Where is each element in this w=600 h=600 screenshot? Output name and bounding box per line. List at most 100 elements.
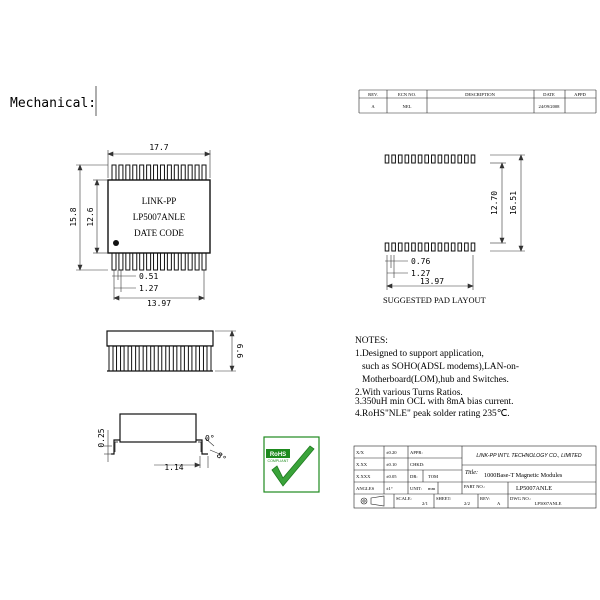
tol-angles-label: ANGLES: [356, 486, 375, 491]
chip-pin: [139, 164, 145, 181]
chip-pin: [118, 252, 124, 271]
chip-pin: [139, 252, 145, 271]
unit-label: UNIT:: [410, 486, 422, 491]
top-pins-lower: [111, 252, 207, 271]
solder-pad: [384, 154, 390, 164]
date-header: DATE: [543, 92, 555, 97]
chkd-label: CHKD:: [410, 462, 424, 467]
chip-pin: [187, 252, 193, 271]
company-name: LINK-PP INT'L TECHNOLOGY CO., LIMITED: [476, 453, 581, 459]
dr-value: TOM: [428, 474, 438, 479]
chip-pin: [125, 164, 131, 181]
tol-xx-label: X/X: [356, 450, 365, 455]
solder-pad: [417, 154, 423, 164]
checkmark-icon: [271, 445, 315, 487]
solder-pad: [450, 242, 456, 252]
side-pin: [108, 345, 114, 372]
side-pin: [146, 345, 152, 372]
chip-pin: [111, 252, 117, 271]
chip-pin: [201, 252, 207, 271]
solder-pad: [411, 242, 416, 252]
dim-foot: 1.14: [164, 463, 183, 472]
revision-table: [358, 89, 597, 114]
pad-layout-title: SUGGESTED PAD LAYOUT: [383, 296, 486, 305]
solder-pad: [437, 154, 443, 164]
title-value: 1000Base-T Magnetic Modules: [484, 472, 563, 479]
solder-pad: [437, 242, 443, 252]
side-pin: [131, 345, 137, 372]
chip-pin: [146, 164, 152, 181]
solder-pad: [457, 154, 463, 164]
solder-pad: [444, 242, 449, 252]
title-label: Title:: [465, 469, 478, 476]
tol-angles-value: ±1°: [386, 486, 393, 491]
solder-pad: [464, 154, 469, 164]
chip-pin: [194, 252, 200, 271]
chip-pin: [146, 252, 152, 271]
solder-pad: [417, 242, 423, 252]
sheet-value: 2/2: [464, 501, 471, 506]
profile-body: [119, 413, 197, 443]
section-label: Mechanical:: [10, 96, 96, 111]
chip-pin: [153, 164, 159, 181]
solder-pad: [397, 242, 403, 252]
dim-standoff: 0.25: [97, 428, 106, 447]
side-pin: [168, 345, 174, 372]
chip-pin: [125, 252, 131, 271]
tol-xxxx-value: ±0.05: [386, 474, 397, 479]
chip-pin: [180, 252, 186, 271]
date-value: 24/09/2008: [539, 104, 561, 109]
profile-view: 0.25 1.14 0° 8°: [97, 413, 228, 472]
side-pin: [153, 345, 159, 372]
chip-pin: [118, 164, 124, 181]
solder-pad: [404, 154, 410, 164]
chip-brand: LINK-PP: [142, 196, 177, 206]
pad-layout: 12.70 16.51 0.76 1.27 13.97 SUGGESTED PA…: [383, 154, 525, 305]
title-block: [353, 445, 597, 509]
dr-label: DR:: [410, 474, 418, 479]
solder-pad: [457, 242, 463, 252]
side-pin: [206, 345, 212, 372]
part-no-value: LP5007ANLE: [516, 485, 552, 492]
part-no-label: PART NO.:: [464, 484, 485, 489]
scale-value: 2/1: [422, 501, 429, 506]
solder-pad: [384, 242, 390, 252]
ecn-header: ECN NO.: [398, 92, 416, 97]
note-line: such as SOHO(ADSL modems),LAN-on-: [355, 361, 519, 372]
chip-pin: [132, 164, 138, 181]
solder-pad: [431, 154, 436, 164]
tol-xxxx-label: X.XXX: [356, 474, 371, 479]
chip-pin: [159, 252, 165, 271]
tol-xxx-label: X.XX: [356, 462, 368, 467]
chip-pin: [132, 252, 138, 271]
rohs-logo: RoHS COMPLIANT: [263, 436, 320, 493]
chip-pin: [201, 164, 207, 181]
dim-pad-inner: 12.70: [490, 191, 499, 215]
top-pins-upper: [111, 164, 207, 181]
chip-pin: [166, 252, 172, 271]
chip-pin: [187, 164, 193, 181]
dim-width: 17.7: [149, 143, 168, 152]
chip-body: [107, 179, 211, 254]
side-pin: [123, 345, 129, 372]
description-header: DESCRIPTION: [465, 92, 496, 97]
note-line: Motherboard(LOM),hub and Switches.: [355, 374, 509, 385]
top-view: LINK-PP LP5007ANLE DATE CODE 17.7 15.8: [69, 143, 211, 308]
dim-pad-width: 0.76: [411, 257, 430, 266]
chip-pin: [166, 164, 172, 181]
appr-label: APPR:: [410, 450, 423, 455]
solder-pad: [431, 242, 436, 252]
side-view: 6.6: [106, 330, 244, 372]
rohs-subtext: COMPLIANT: [268, 459, 290, 463]
chip-pin: [111, 164, 117, 181]
rev-value: A: [371, 104, 375, 109]
note-line: 4.RoHS"NLE" peak solder rating 235℃.: [355, 409, 510, 419]
solder-pad: [411, 154, 416, 164]
unit-value: mm: [428, 486, 436, 491]
note-line: 2.With various Turns Ratios.: [355, 388, 463, 398]
notes: NOTES: 1.Designed to support application…: [355, 336, 519, 419]
note-line: 3.350uH min OCL with 8mA bias current.: [355, 397, 514, 407]
side-pin: [116, 345, 122, 372]
tol-xxx-value: ±0.10: [386, 462, 397, 467]
rev-label: REV:: [480, 496, 490, 501]
